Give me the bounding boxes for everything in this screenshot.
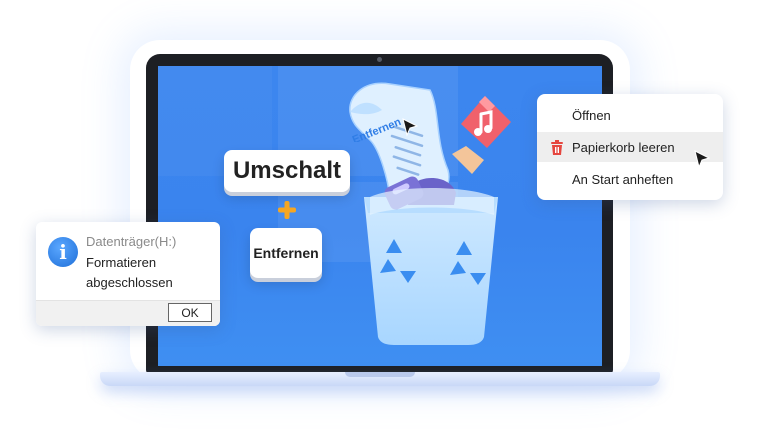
- laptop-base: [100, 372, 660, 386]
- shift-key-label: Umschalt: [232, 157, 342, 184]
- plus-icon: [278, 201, 296, 219]
- menu-item-empty-recycle-bin[interactable]: Papierkorb leeren: [537, 132, 723, 162]
- shift-key: Umschalt: [224, 150, 350, 192]
- paper-label-art: Entfernen: [351, 116, 403, 142]
- dialog-title: Datenträger(H:): [86, 234, 177, 249]
- mouse-cursor-icon: [402, 118, 418, 137]
- dialog-message: Formatieren: [86, 255, 157, 270]
- paper-label: Entfernen: [351, 116, 403, 142]
- dialog-message: abgeschlossen: [86, 275, 173, 290]
- delete-key: Entfernen: [250, 228, 322, 278]
- recycle-bin-icon: [364, 176, 498, 345]
- menu-item-label: Papierkorb leeren: [572, 139, 675, 155]
- folder-icon: [452, 146, 484, 174]
- ok-button[interactable]: OK: [168, 303, 212, 322]
- menu-item-pin-to-start[interactable]: An Start anheften: [537, 164, 723, 194]
- format-complete-dialog: i Datenträger(H:) Formatieren abgeschlos…: [36, 222, 220, 326]
- context-menu: Öffnen Papierkorb leeren An Start anheft…: [537, 94, 723, 200]
- trash-icon: [551, 140, 563, 155]
- info-icon: i: [48, 237, 78, 267]
- menu-item-label: An Start anheften: [572, 171, 674, 187]
- menu-item-open[interactable]: Öffnen: [537, 100, 723, 130]
- mouse-cursor-icon: [694, 150, 710, 169]
- menu-item-label: Öffnen: [572, 107, 611, 123]
- laptop-notch: [345, 372, 415, 377]
- webcam: [377, 57, 382, 62]
- music-note-icon: [461, 96, 511, 148]
- delete-key-label: Entfernen: [253, 245, 319, 261]
